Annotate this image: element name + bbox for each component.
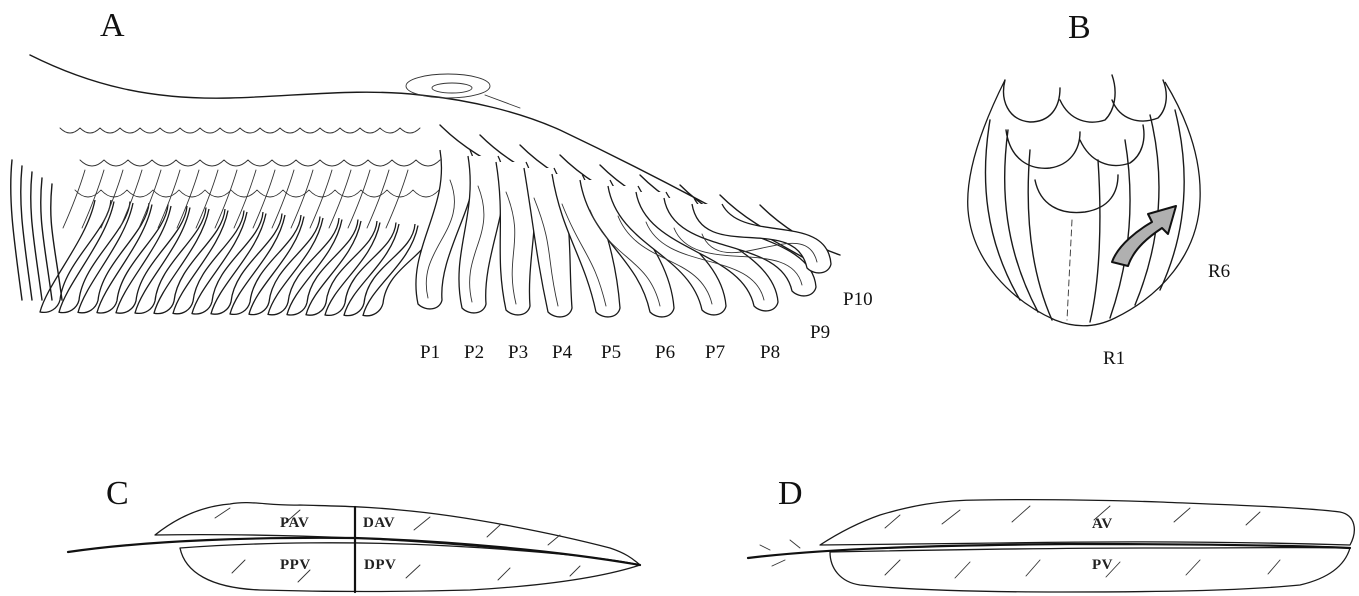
feather-d-anterior-vane	[820, 500, 1354, 545]
rectrix-label-r1: R1	[1103, 348, 1125, 369]
primary-label-p7: P7	[705, 342, 725, 363]
covert-edge	[348, 170, 370, 228]
panel-a-letter: A	[100, 7, 125, 44]
primary-label-p9: P9	[810, 322, 830, 343]
panel-d-letter: D	[778, 475, 803, 512]
primary-label-p4: P4	[552, 342, 573, 363]
panel-c: C PAV DAV PPV DPV	[68, 475, 640, 592]
primary-label-p8: P8	[760, 342, 780, 363]
primary-label-p5: P5	[601, 342, 621, 363]
vane-label-ppv: PPV	[280, 557, 311, 573]
primary-label-p2: P2	[464, 342, 484, 363]
median-coverts-row	[80, 160, 440, 166]
tertial-edge	[31, 172, 42, 300]
covert-edge	[63, 170, 85, 228]
vane-label-av: AV	[1092, 516, 1113, 532]
tertial-edge	[41, 178, 52, 300]
vane-label-pv: PV	[1092, 557, 1113, 573]
primary-label-p6: P6	[655, 342, 675, 363]
primary-feathers	[416, 150, 831, 317]
panel-b-letter: B	[1068, 9, 1091, 46]
leg-band-sketch	[406, 74, 520, 108]
vane-label-pav: PAV	[280, 515, 309, 531]
primary-label-p3: P3	[508, 342, 528, 363]
primary-label-p10: P10	[843, 289, 873, 310]
primary-label-p1: P1	[420, 342, 440, 363]
panel-c-letter: C	[106, 475, 129, 512]
covert-edge	[367, 170, 389, 228]
secondary-feathers	[11, 160, 434, 316]
panel-d: D AV PV	[748, 475, 1354, 592]
tail-outline	[968, 80, 1200, 326]
lesser-coverts-row	[60, 128, 420, 133]
panel-a: A P1 P2 P3 P4 P5 P6 P7 P8 P9 P	[11, 7, 873, 363]
greater-coverts-row	[75, 190, 439, 197]
panel-b: B R1 R6	[968, 9, 1230, 369]
vane-label-dpv: DPV	[364, 557, 396, 573]
covert-edge	[386, 170, 408, 228]
vane-label-dav: DAV	[363, 515, 395, 531]
rectrix-label-r6: R6	[1208, 261, 1230, 282]
